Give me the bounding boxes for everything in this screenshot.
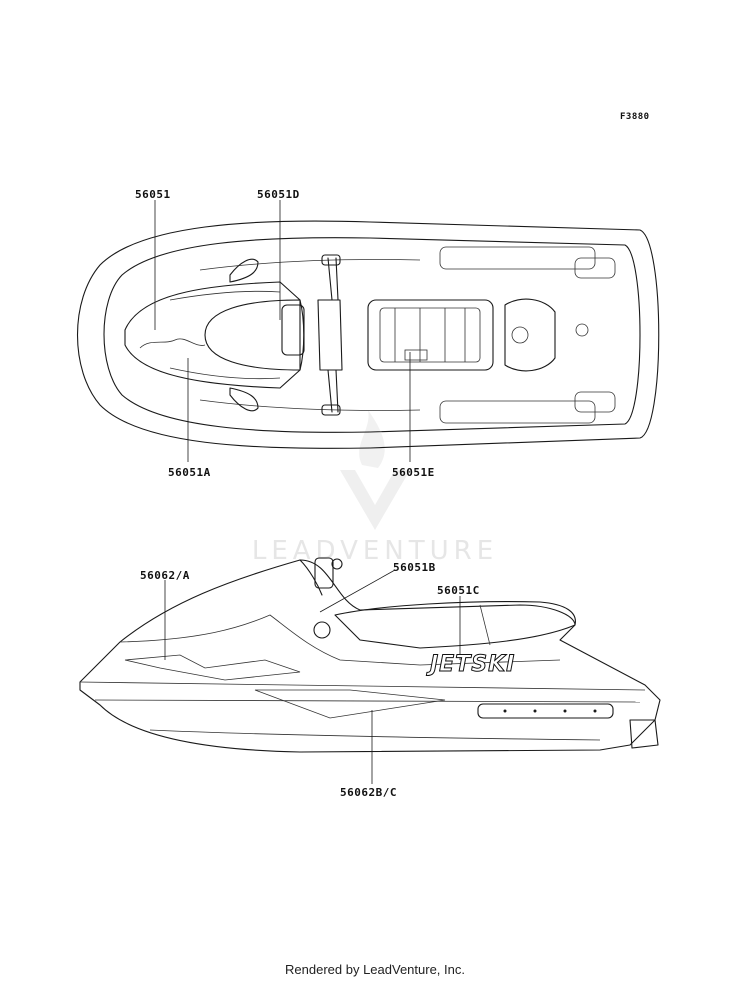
label-56062BC[interactable]: 56062B/C xyxy=(340,786,397,799)
jetski-decal-text: JETSKI xyxy=(429,652,516,678)
label-56051C[interactable]: 56051C xyxy=(437,584,480,597)
label-56051B[interactable]: 56051B xyxy=(393,561,436,574)
figure-code: F3880 xyxy=(620,112,650,122)
watermark-text: LEADVENTURE xyxy=(251,536,499,566)
label-56051D[interactable]: 56051D xyxy=(257,188,300,201)
label-56051E[interactable]: 56051E xyxy=(392,466,435,479)
label-56062A[interactable]: 56062/A xyxy=(140,569,190,582)
label-56051A[interactable]: 56051A xyxy=(168,466,211,479)
footer-credit: Rendered by LeadVenture, Inc. xyxy=(285,962,465,977)
label-56051[interactable]: 56051 xyxy=(135,188,171,201)
